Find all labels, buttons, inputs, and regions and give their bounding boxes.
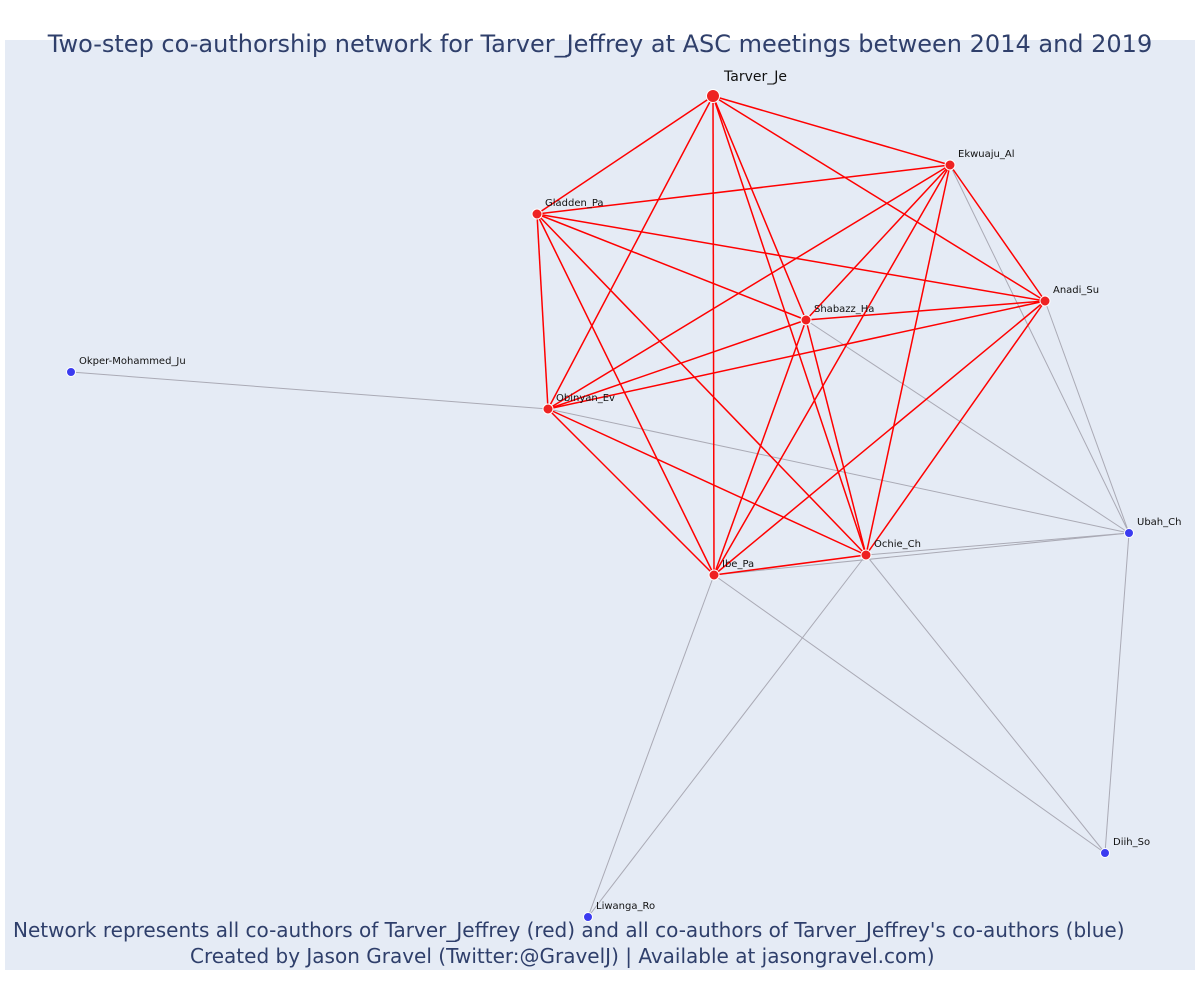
edge-ubah-ch-diih-so xyxy=(1104,532,1130,854)
edge-obinyan-ev-ibe-pa xyxy=(547,408,715,576)
labels-layer: Tarver_JeEkwuaju_AlGladden_PaAnadi_SuSha… xyxy=(79,69,1181,912)
edge-obinyan-ev-okper-mohammed-ju xyxy=(70,371,549,410)
edge-anadi-su-ochie-ch xyxy=(865,300,1046,556)
node-label-gladden-pa: Gladden_Pa xyxy=(545,198,604,209)
edge-gladden-pa-anadi-su xyxy=(536,213,1046,302)
chart-title: Two-step co-authorship network for Tarve… xyxy=(47,30,1153,58)
node-obinyan-ev[interactable] xyxy=(542,403,554,415)
node-label-ibe-pa: Ibe_Pa xyxy=(722,559,754,570)
edge-ochie-ch-ibe-pa xyxy=(713,554,867,576)
edge-tarver-je-anadi-su xyxy=(712,95,1046,302)
nodes-layer xyxy=(66,89,1134,922)
node-label-shabazz-ha: Shabazz_Ha xyxy=(814,304,874,315)
node-label-ubah-ch: Ubah_Ch xyxy=(1137,517,1181,528)
edge-tarver-je-shabazz-ha xyxy=(712,95,807,321)
node-shabazz-ha[interactable] xyxy=(800,314,812,326)
footer-caption: Network represents all co-authors of Tar… xyxy=(13,918,1125,942)
edge-shabazz-ha-ochie-ch xyxy=(805,319,867,556)
node-label-anadi-su: Anadi_Su xyxy=(1053,285,1099,296)
edge-obinyan-ev-ochie-ch xyxy=(547,408,867,556)
edge-ekwuaju-al-shabazz-ha xyxy=(805,164,951,321)
edge-anadi-su-shabazz-ha xyxy=(805,300,1046,321)
node-anadi-su[interactable] xyxy=(1039,295,1051,307)
node-label-ekwuaju-al: Ekwuaju_Al xyxy=(958,149,1015,160)
edge-gladden-pa-shabazz-ha xyxy=(536,213,807,321)
edge-shabazz-ha-obinyan-ev xyxy=(547,319,807,410)
edge-ochie-ch-ubah-ch xyxy=(865,532,1130,556)
edge-ibe-pa-diih-so xyxy=(713,574,1106,854)
edge-shabazz-ha-ubah-ch xyxy=(805,319,1130,534)
edge-ekwuaju-al-obinyan-ev xyxy=(547,164,951,410)
node-okper-mohammed-ju[interactable] xyxy=(66,367,76,377)
edges-layer xyxy=(70,95,1130,918)
edge-shabazz-ha-ibe-pa xyxy=(713,319,807,576)
footer-credit: Created by Jason Gravel (Twitter:@Gravel… xyxy=(190,944,935,968)
edge-anadi-su-obinyan-ev xyxy=(547,300,1046,410)
node-label-ochie-ch: Ochie_Ch xyxy=(874,539,921,550)
node-label-diih-so: Diih_So xyxy=(1113,837,1150,848)
edge-gladden-pa-ochie-ch xyxy=(536,213,867,556)
edge-ekwuaju-al-ibe-pa xyxy=(713,164,951,576)
edge-ekwuaju-al-gladden-pa xyxy=(536,164,951,215)
node-label-obinyan-ev: Obinyan_Ev xyxy=(556,393,615,404)
edge-ibe-pa-ubah-ch xyxy=(713,532,1130,576)
edge-tarver-je-ibe-pa xyxy=(712,95,715,576)
node-ekwuaju-al[interactable] xyxy=(944,159,956,171)
node-gladden-pa[interactable] xyxy=(531,208,543,220)
edge-anadi-su-ibe-pa xyxy=(713,300,1046,576)
node-label-tarver-je: Tarver_Je xyxy=(723,69,787,85)
node-liwanga-ro[interactable] xyxy=(583,912,593,922)
node-label-liwanga-ro: Liwanga_Ro xyxy=(596,901,655,912)
edge-ekwuaju-al-anadi-su xyxy=(949,164,1046,302)
node-ibe-pa[interactable] xyxy=(708,569,720,581)
edge-tarver-je-ekwuaju-al xyxy=(712,95,951,166)
edge-gladden-pa-ibe-pa xyxy=(536,213,715,576)
edge-ekwuaju-al-ochie-ch xyxy=(865,164,951,556)
node-ochie-ch[interactable] xyxy=(860,549,872,561)
edge-ochie-ch-liwanga-ro xyxy=(587,554,867,918)
edge-tarver-je-obinyan-ev xyxy=(547,95,714,410)
node-label-okper-mohammed-ju: Okper-Mohammed_Ju xyxy=(79,356,186,367)
edge-ibe-pa-liwanga-ro xyxy=(587,574,715,918)
node-tarver-je[interactable] xyxy=(706,89,720,103)
edge-anadi-su-ubah-ch xyxy=(1044,300,1130,534)
edge-gladden-pa-obinyan-ev xyxy=(536,213,549,410)
node-ubah-ch[interactable] xyxy=(1124,528,1134,538)
node-diih-so[interactable] xyxy=(1100,848,1110,858)
edge-tarver-je-gladden-pa xyxy=(536,95,714,215)
edge-ochie-ch-diih-so xyxy=(865,554,1106,854)
edge-ekwuaju-al-ubah-ch xyxy=(949,164,1130,534)
